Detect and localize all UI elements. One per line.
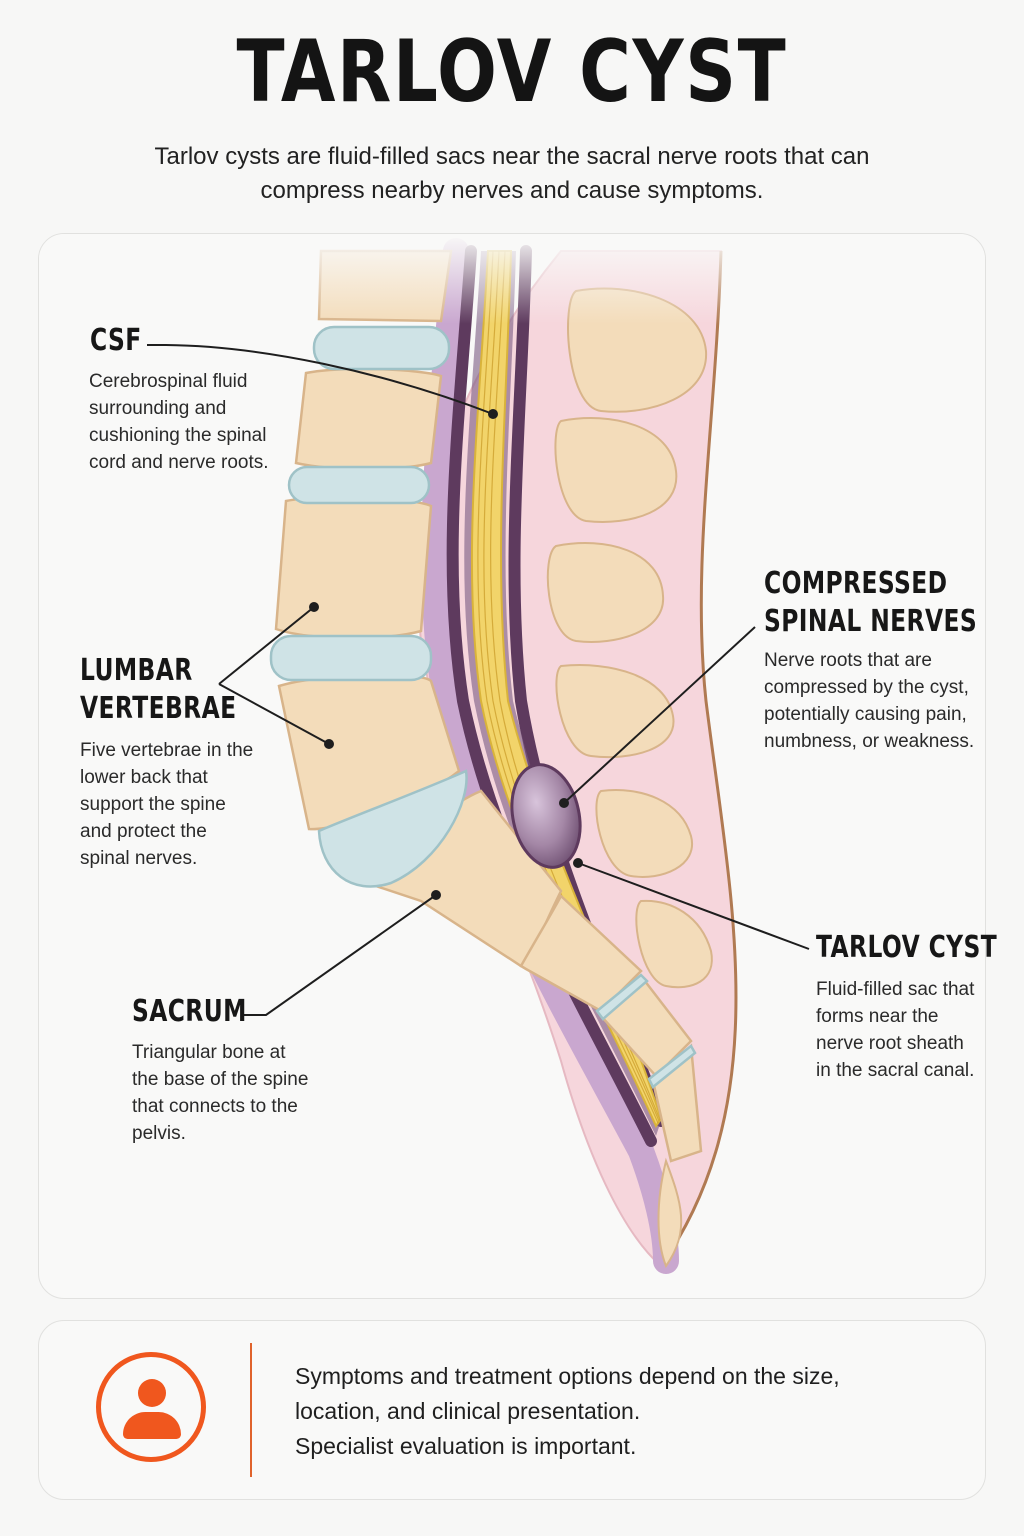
leader-dots [309, 409, 583, 900]
lumbar-heading-line1: LUMBAR [80, 653, 193, 688]
compressed-heading-line1: COMPRESSED [764, 566, 948, 601]
lumbar-heading-line2: VERTEBRAE [80, 691, 237, 726]
person-icon-body [123, 1412, 181, 1439]
tarlov-cyst-shape [510, 763, 582, 869]
footer-line-3: Specialist evaluation is important. [295, 1433, 637, 1459]
canal-dura [446, 245, 657, 1147]
diagram-panel [38, 233, 986, 1299]
intervertebral-discs [269, 325, 697, 1089]
page-title: TARLOV CYST [236, 22, 788, 122]
footer-text: Symptoms and treatment options depend on… [295, 1359, 935, 1464]
sacrum-description: Triangular bone at the base of the spine… [132, 1042, 309, 1144]
csf-description: Cerebrospinal fluid surrounding and cush… [89, 371, 269, 473]
skin-edge [659, 250, 738, 1267]
lumbar-description: Five vertebrae in the lower back that su… [80, 740, 254, 869]
footer-note: Symptoms and treatment options depend on… [38, 1320, 986, 1500]
person-icon [96, 1352, 206, 1462]
footer-divider [250, 1343, 252, 1477]
csf-heading: CSF [90, 323, 142, 358]
cyst-description: Fluid-filled sac that forms near the ner… [816, 979, 975, 1081]
person-icon-head [138, 1379, 166, 1407]
page-subtitle: Tarlov cysts are fluid-filled sacs near … [154, 143, 870, 204]
sacrum-heading: SACRUM [132, 994, 247, 1029]
coccyx [657, 1157, 683, 1269]
footer-line-2: location, and clinical presentation. [295, 1398, 641, 1424]
compressed-description: Nerve roots that are compressed by the c… [764, 650, 975, 752]
leader-lines [147, 344, 810, 1016]
spine-illustration [39, 234, 985, 1274]
cyst-heading: TARLOV CYST [816, 930, 998, 965]
compressed-heading-line2: SPINAL NERVES [764, 604, 978, 639]
footer-line-1: Symptoms and treatment options depend on… [295, 1363, 840, 1389]
